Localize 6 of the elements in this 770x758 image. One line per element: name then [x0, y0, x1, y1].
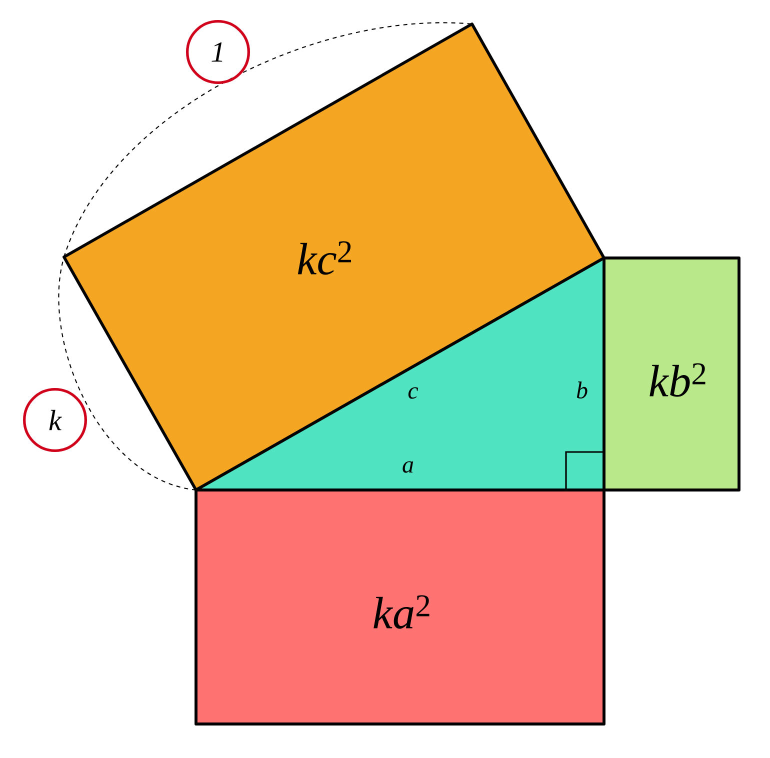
area-label: ka$^{2}$ [374, 595, 430, 629]
side-label: c [408, 387, 418, 399]
side-label: a [402, 461, 414, 473]
side-label: b [576, 382, 588, 398]
area-label: kb$^{2}$ [650, 363, 706, 397]
area-label: kc$^{2}$ [298, 241, 351, 275]
